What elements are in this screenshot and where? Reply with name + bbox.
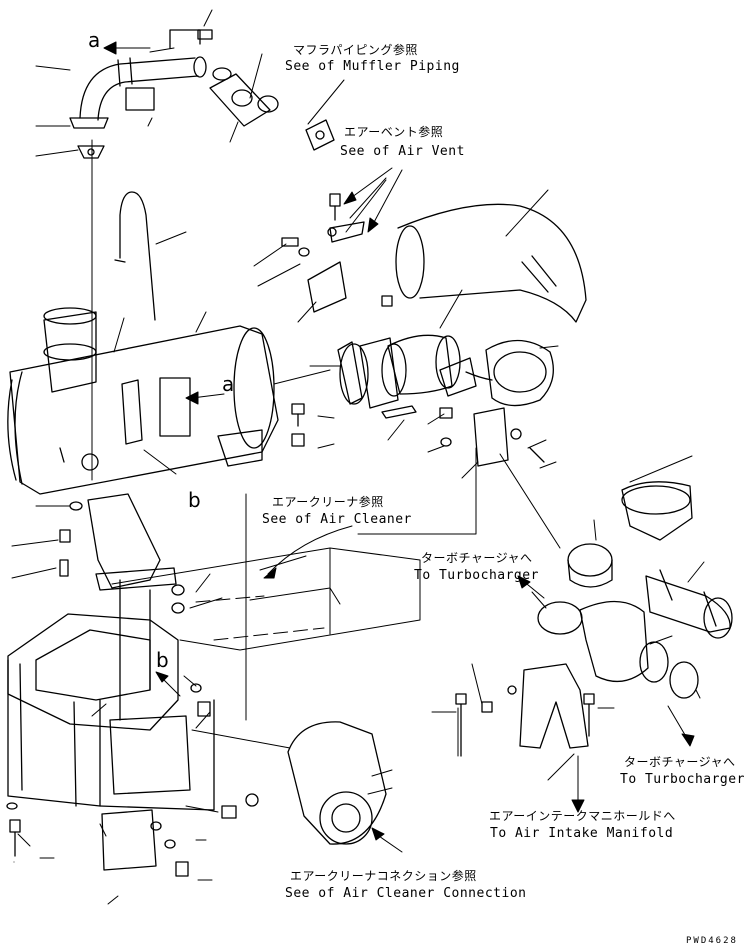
air-vent-label-en: See of Air Vent bbox=[340, 144, 465, 159]
cleaner-connection-label-jp: エアークリーナコネクション参照 bbox=[290, 869, 477, 883]
air-vent-label-jp: エアーベント参照 bbox=[344, 125, 444, 139]
air-cleaner-label-en: See of Air Cleaner bbox=[262, 512, 412, 527]
drawing-code: PWD4628 bbox=[686, 936, 738, 946]
bolt-set-mid bbox=[291, 403, 417, 447]
intake-manifold-label-jp: エアーインテークマニホールドへ bbox=[489, 809, 676, 823]
lower-small-parts bbox=[6, 501, 259, 877]
air-cleaner-body bbox=[7, 307, 399, 495]
intake-manifold-label-en: To Air Intake Manifold bbox=[490, 826, 674, 841]
muffler-piping-label-jp: マフラパイピング参照 bbox=[293, 43, 418, 57]
air-cleaner-connection bbox=[287, 721, 387, 845]
muffler-clamps bbox=[209, 67, 335, 151]
turbo-inlet-pipes bbox=[537, 481, 733, 699]
leader-lines bbox=[11, 9, 705, 905]
top-bolt bbox=[169, 29, 213, 49]
turbo-upper-label-en: To Turbocharger bbox=[414, 568, 539, 583]
rubber-hose-elbow bbox=[395, 203, 587, 323]
support-plate bbox=[87, 493, 177, 591]
view-marker-a-top: a bbox=[88, 28, 101, 52]
view-marker-b-mid: b bbox=[188, 488, 201, 512]
intake-connector-hose bbox=[381, 334, 554, 407]
turbo-upper-label-jp: ターボチャージャへ bbox=[421, 551, 533, 565]
turbo-lower-label-en: To Turbocharger bbox=[620, 772, 745, 787]
view-marker-b-lower: b bbox=[156, 648, 169, 672]
intake-bracket-stand bbox=[455, 663, 595, 757]
background-frame-outline bbox=[111, 547, 421, 749]
gasket-flange bbox=[77, 145, 105, 159]
callout-arrows bbox=[103, 41, 695, 853]
muffler-piping-label-en: See of Muffler Piping bbox=[285, 59, 460, 74]
exhaust-elbow-pipe bbox=[69, 56, 207, 129]
vent-bracket bbox=[281, 193, 545, 467]
air-cleaner-label-jp: エアークリーナ参照 bbox=[272, 495, 384, 509]
turbo-lower-label-jp: ターボチャージャへ bbox=[624, 755, 736, 769]
view-marker-a-mid: a bbox=[222, 372, 235, 396]
cleaner-connection-label-en: See of Air Cleaner Connection bbox=[285, 886, 527, 901]
u-bolt-strap bbox=[119, 191, 156, 321]
mounting-frame bbox=[7, 579, 215, 811]
